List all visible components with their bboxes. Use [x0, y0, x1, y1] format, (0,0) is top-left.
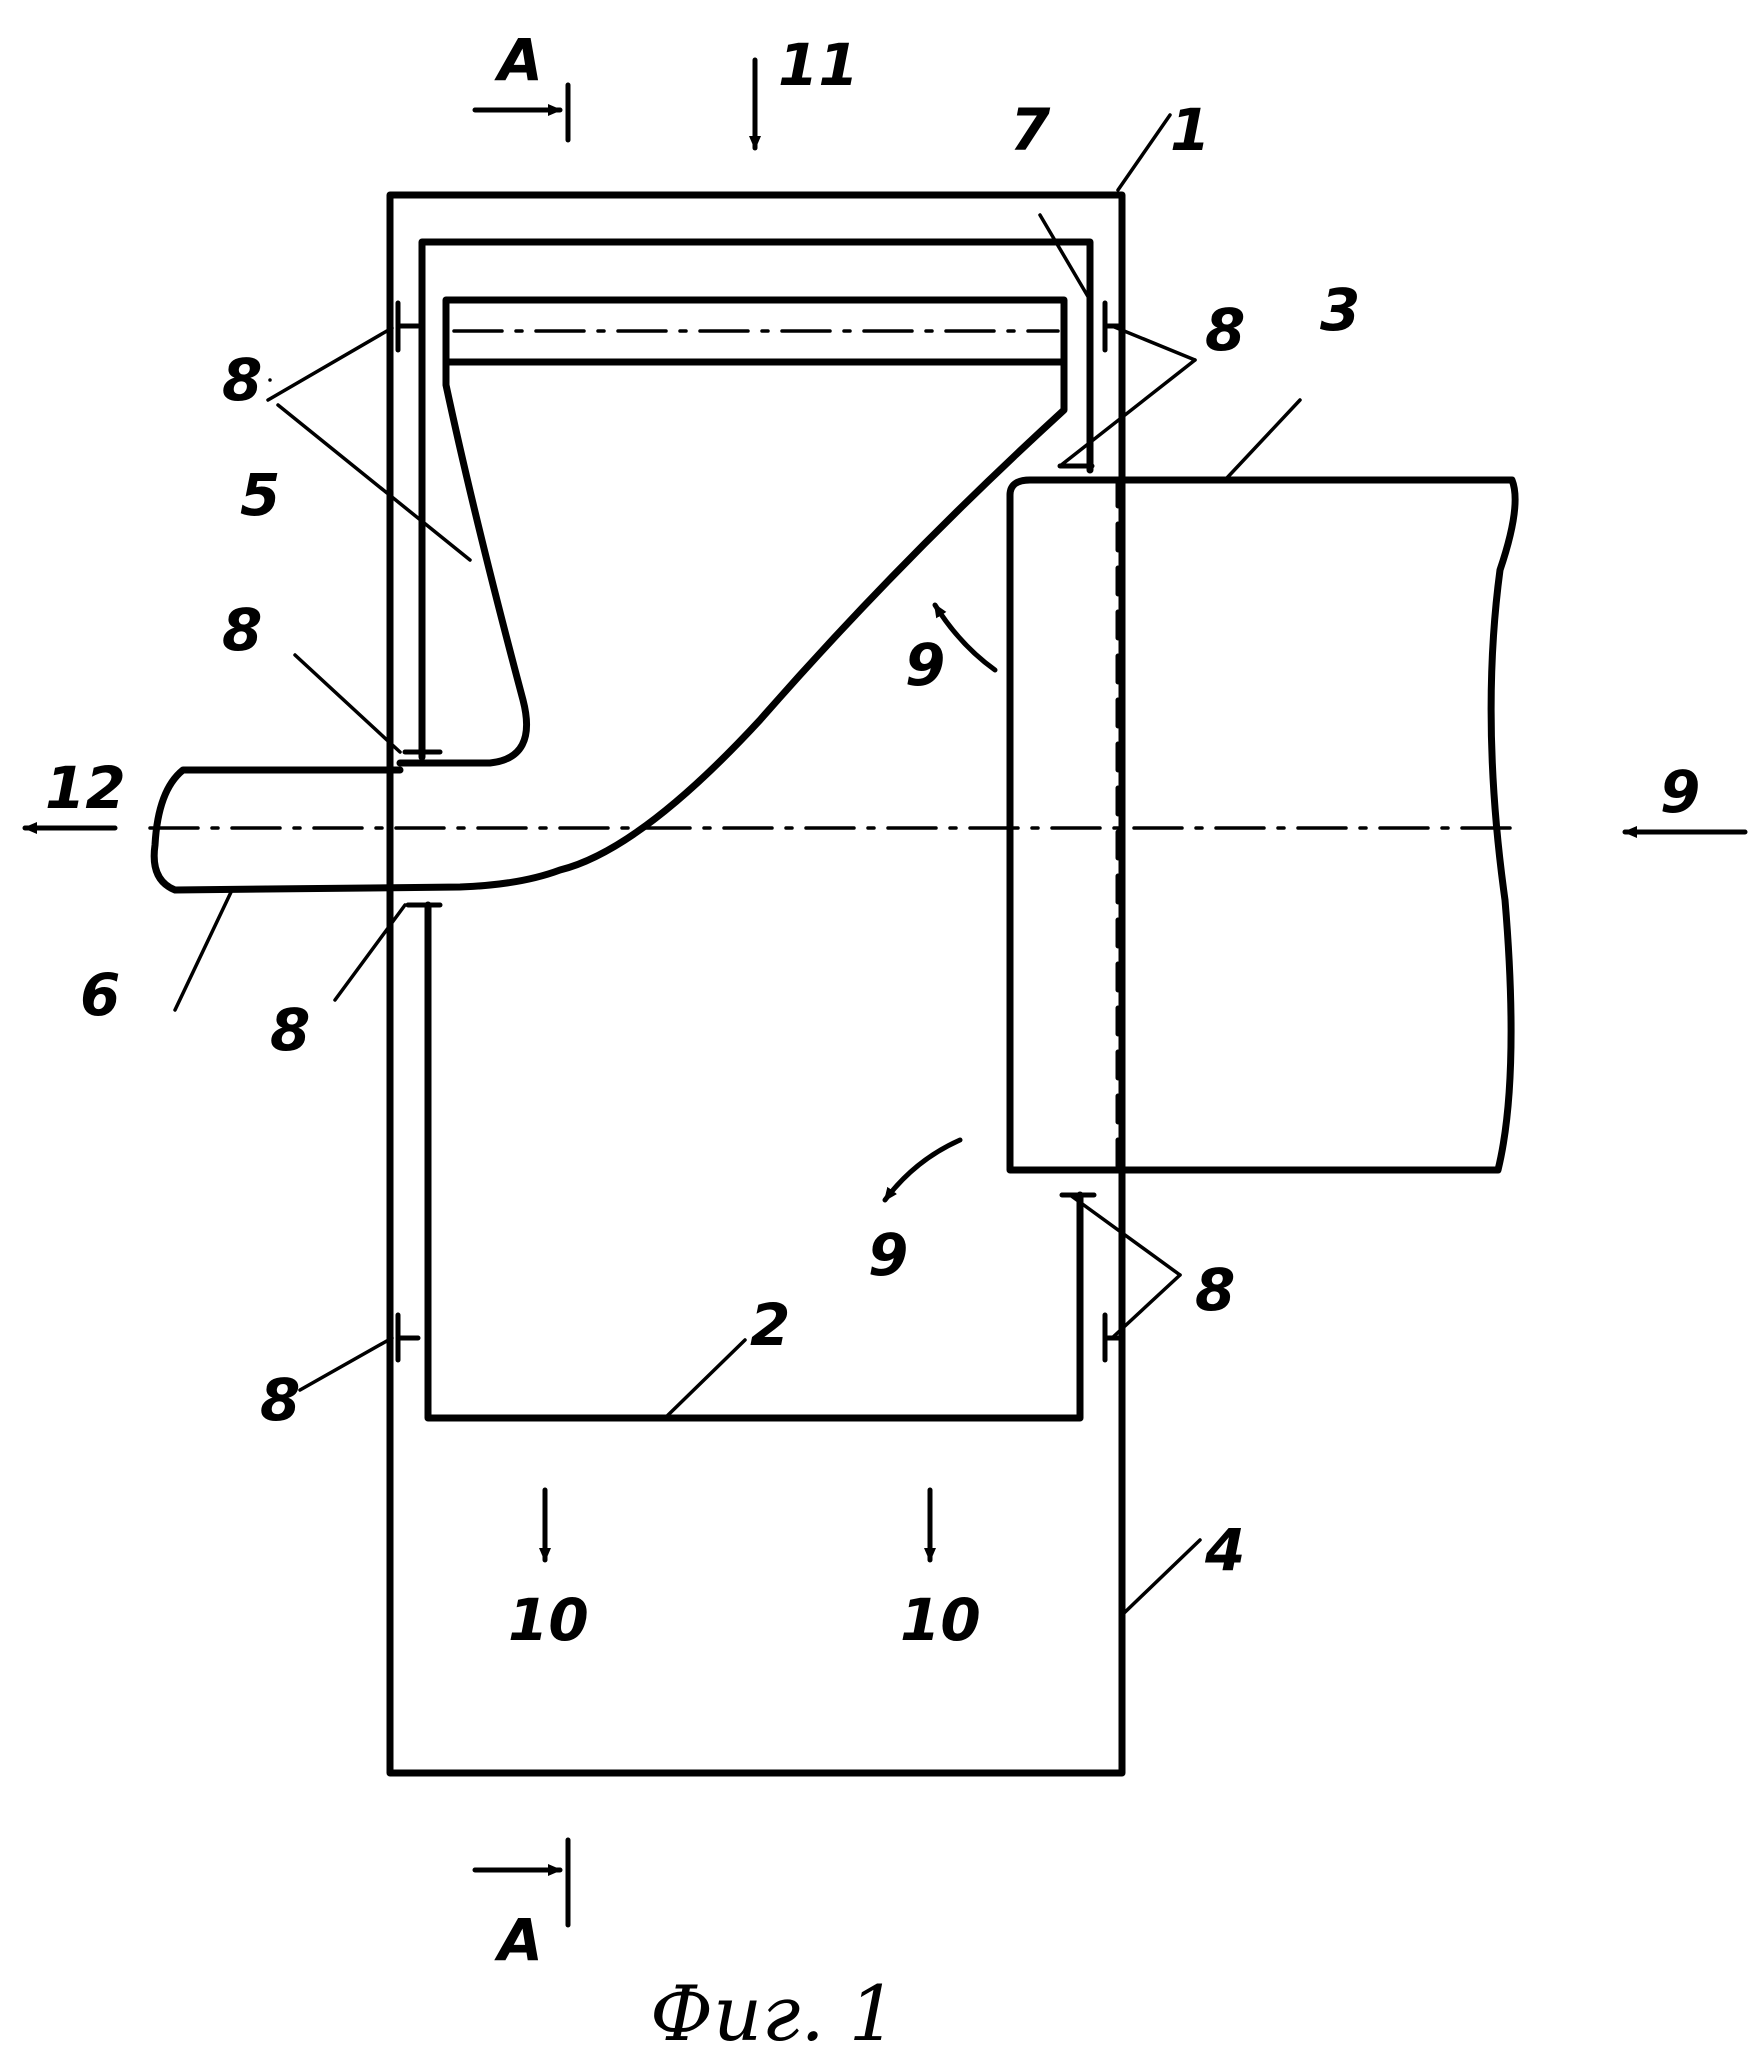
drive-unit-3 [1010, 480, 1515, 1170]
label-8-lower-left: 8 [270, 996, 310, 1064]
inner-housing-upper [422, 242, 1090, 757]
label-6: 6 [80, 961, 120, 1029]
label-9-upper: 9 [905, 631, 945, 699]
label-10-right: 10 [900, 1586, 981, 1654]
figure-caption: Фиг. 1 [650, 1969, 897, 2058]
label-9-lower: 9 [868, 1221, 908, 1289]
label-8-mid-left: 8 [222, 596, 262, 664]
leader-lines [175, 115, 1300, 1615]
label-8-top-left: 8 [222, 346, 262, 414]
label-8-lower-right: 8 [1195, 1256, 1235, 1324]
label-section-a-top: А [494, 26, 543, 94]
label-5: 5 [240, 461, 280, 529]
label-4: 4 [1204, 1516, 1245, 1584]
label-3: 3 [1320, 276, 1360, 344]
discharge-channel-6 [154, 362, 1064, 890]
label-1: 1 [1170, 96, 1210, 164]
label-8-top-right: 8 [1205, 296, 1245, 364]
label-7: 7 [1010, 96, 1051, 164]
label-11: 11 [778, 31, 859, 99]
label-9-right: 9 [1660, 758, 1700, 826]
label-8-bottom-left: 8 [260, 1366, 300, 1434]
flow-arrows [25, 60, 1745, 1925]
label-section-a-bottom: А [494, 1906, 543, 1974]
label-10-left: 10 [508, 1586, 589, 1654]
label-2: 2 [750, 1291, 790, 1359]
label-12: 12 [45, 754, 126, 822]
